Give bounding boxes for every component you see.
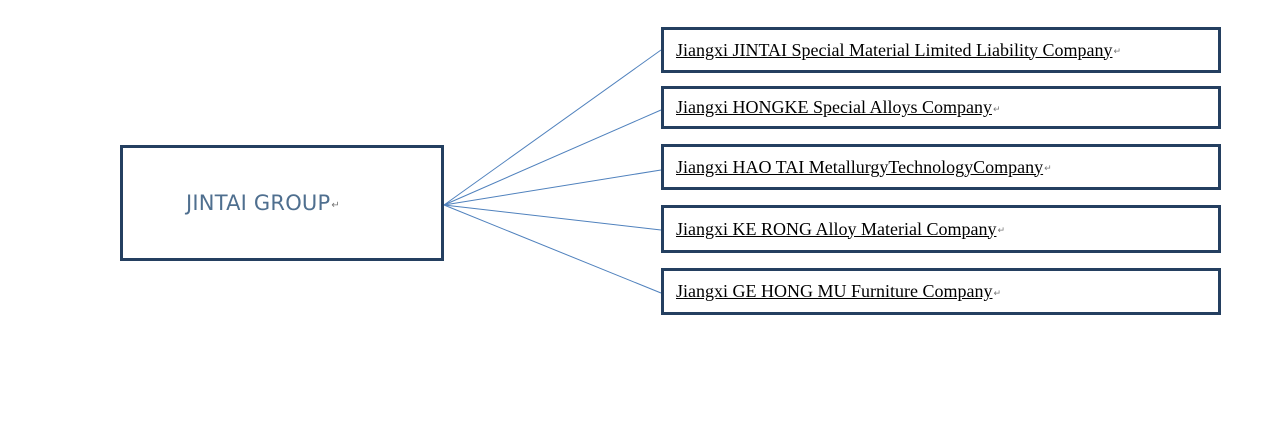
child-node-label-2: Jiangxi HONGKE Special Alloys Company — [676, 97, 992, 117]
paragraph-mark-icon: ↵ — [997, 226, 1006, 236]
paragraph-mark-icon: ↵ — [1044, 164, 1052, 174]
paragraph-mark-icon: ↵ — [331, 199, 340, 211]
paragraph-mark-icon: ↵ — [992, 104, 1001, 115]
child-node-label-1: Jiangxi JINTAI Special Material Limited … — [676, 39, 1113, 60]
child-node-label-3: Jiangxi HAO TAI MetallurgyTechnologyComp… — [676, 156, 1044, 177]
root-node-label: JINTAI GROUP — [186, 191, 331, 215]
child-node-label-4: Jiangxi KE RONG Alloy Material Company — [676, 218, 997, 239]
child-node-label-5: Jiangxi GE HONG MU Furniture Company — [676, 281, 993, 301]
connector-line-1 — [443, 49, 662, 206]
paragraph-mark-icon: ↵ — [1113, 47, 1122, 57]
connector-line-2 — [443, 109, 662, 206]
child-node-box-3: Jiangxi HAO TAI MetallurgyTechnologyComp… — [661, 144, 1221, 190]
child-node-box-1: Jiangxi JINTAI Special Material Limited … — [661, 27, 1221, 73]
paragraph-mark-icon: ↵ — [993, 288, 1002, 299]
child-node-box-4: Jiangxi KE RONG Alloy Material Company↵ — [661, 205, 1221, 253]
connector-line-4 — [443, 204, 662, 231]
child-node-box-2: Jiangxi HONGKE Special Alloys Company↵ — [661, 86, 1221, 129]
connector-line-5 — [443, 204, 662, 294]
child-node-box-5: Jiangxi GE HONG MU Furniture Company↵ — [661, 268, 1221, 315]
connector-line-3 — [443, 169, 662, 206]
root-node-box: JINTAI GROUP↵ — [120, 145, 444, 261]
